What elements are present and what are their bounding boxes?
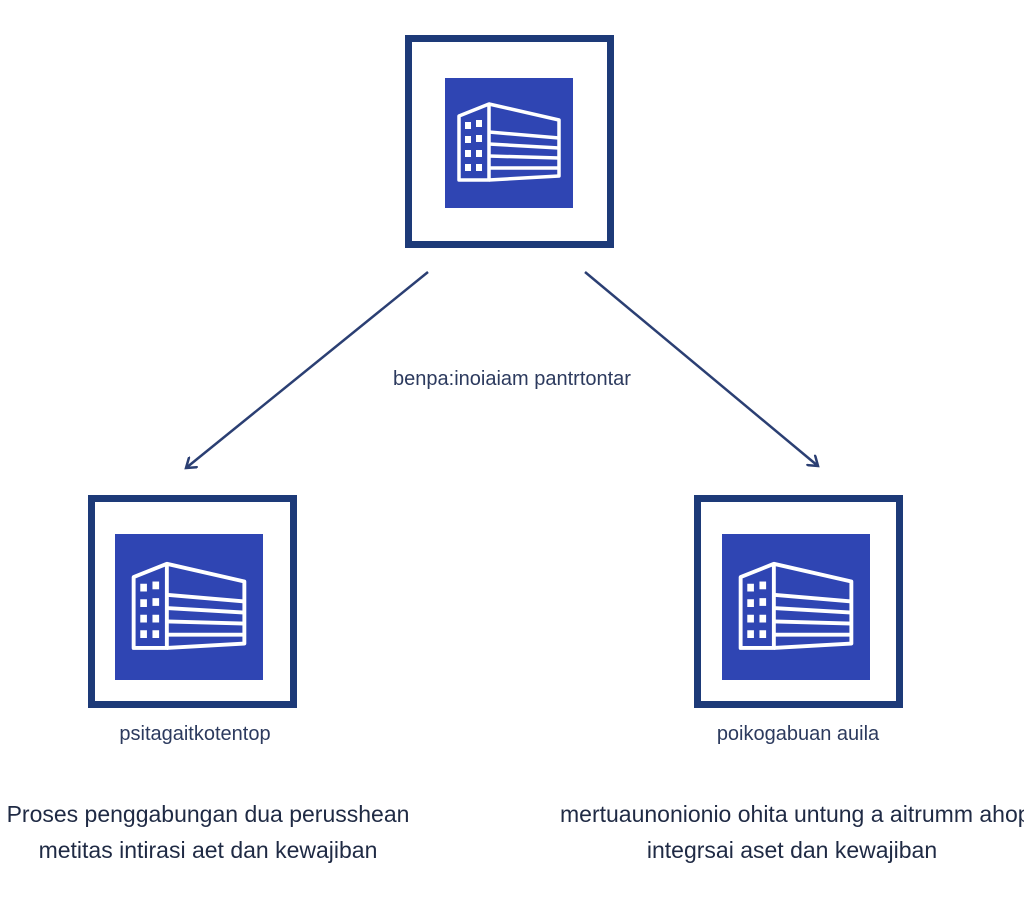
right-description: mertuaunonionio ohita untung a aitrumm a… — [560, 796, 1024, 868]
left-company-node — [88, 495, 297, 708]
right-node-label: poikogabuan auila — [716, 723, 880, 745]
top-node-icon-tile — [445, 78, 573, 208]
left-description: Proses penggabungan dua perusshean metit… — [0, 796, 418, 868]
right-node-icon-tile — [722, 534, 870, 680]
arrow-to-right-node — [584, 271, 818, 466]
office-building-icon — [131, 561, 247, 650]
office-building-icon — [738, 561, 854, 650]
relationship-label: benpa:inoiaiam pantrtontar — [393, 368, 631, 390]
office-building-icon — [457, 102, 561, 182]
left-description-line-1: Proses penggabungan dua perusshean — [6, 801, 410, 827]
left-node-icon-tile — [115, 534, 263, 680]
left-description-line-2: metitas intirasi aet dan kewajiban — [38, 837, 378, 863]
left-node-label: psitagaitkotentop — [119, 723, 271, 745]
right-description-line-1: mertuaunonionio ohita untung a aitrumm a… — [560, 801, 1024, 827]
arrow-to-left-node — [186, 271, 429, 468]
top-company-node — [405, 35, 614, 248]
right-company-node — [694, 495, 903, 708]
right-description-line-2: integrsai aset dan kewajiban — [646, 837, 938, 863]
